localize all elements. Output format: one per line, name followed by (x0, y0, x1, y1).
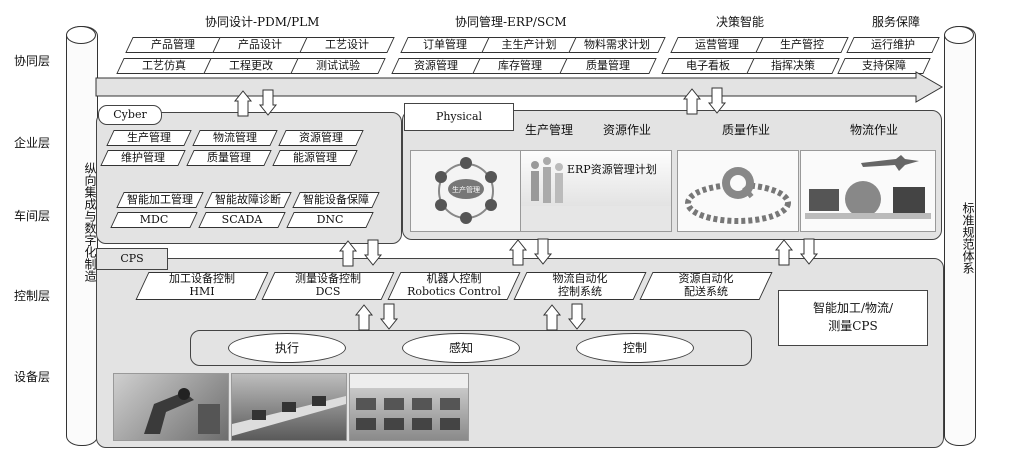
device-line-image (231, 373, 347, 441)
physical-header-quality: 质量作业 (722, 123, 771, 137)
cyber-workshop-item: 智能故障诊断 (208, 192, 288, 208)
right-pillar-cap (944, 26, 974, 44)
pdm-item: 工艺仿真 (120, 58, 208, 74)
svg-text:生产管理: 生产管理 (452, 185, 480, 194)
layer-label-workshop: 车间层 (14, 209, 51, 223)
group-title-decision: 决策智能 (716, 15, 765, 29)
pdm-item: 产品设计 (216, 37, 304, 53)
cyber-workshop-item: 智能设备保障 (296, 192, 376, 208)
logistics-graphic (805, 155, 931, 219)
quality-circle-graphic (685, 167, 791, 224)
group-title-erp: 协同管理-ERP/SCM (455, 15, 567, 29)
service-item: 支持保障 (841, 58, 927, 74)
cyber-system-item: MDC (114, 212, 194, 228)
updown-arrow-cyber-top (233, 89, 278, 117)
action-execute: 执行 (228, 333, 346, 363)
erp-item: 质量管理 (563, 58, 653, 74)
decision-item: 电子看板 (665, 58, 751, 74)
cyber-system-item: SCADA (202, 212, 282, 228)
erp-plan-image: ERP资源管理计划 (520, 150, 672, 232)
cps-right-box-line2: 测量CPS (828, 319, 878, 333)
layer-label-collab: 协同层 (14, 54, 51, 68)
layer-label-device: 设备层 (14, 370, 51, 384)
decision-item: 运营管理 (674, 37, 760, 53)
updown-arrow-physical-top (682, 87, 727, 115)
cps-right-box: 智能加工/物流/ 测量CPS (778, 290, 928, 346)
erp-item: 主生产计划 (485, 37, 573, 53)
updown-arrow-actions-right (542, 303, 587, 331)
cps-control-item: 资源自动化配送系统 (646, 272, 766, 300)
right-pillar-text: 标准规范体系 (961, 202, 975, 274)
erp-caption: ERP资源管理计划 (567, 163, 657, 176)
physical-header-logistics: 物流作业 (850, 123, 899, 137)
service-item: 运行维护 (850, 37, 936, 53)
cyber-label: Cyber (98, 105, 162, 125)
cyber-enterprise-item: 物流管理 (196, 130, 274, 146)
cyber-workshop-item: 智能加工管理 (120, 192, 200, 208)
production-cycle-graphic: 生产管理 (435, 157, 497, 224)
quality-image (677, 150, 799, 232)
layer-label-control: 控制层 (14, 289, 51, 303)
group-title-pdm: 协同设计-PDM/PLM (205, 15, 320, 29)
action-sense: 感知 (402, 333, 520, 363)
cps-label: CPS (96, 248, 168, 270)
logistics-image (800, 150, 936, 232)
decision-item: 生产管控 (759, 37, 845, 53)
erp-item: 资源管理 (395, 58, 477, 74)
pdm-item: 产品管理 (129, 37, 217, 53)
left-pillar-cap (66, 26, 96, 44)
layer-label-enterprise: 企业层 (14, 136, 51, 150)
pdm-item: 测试试验 (294, 58, 382, 74)
cyber-enterprise-item: 生产管理 (110, 130, 188, 146)
group-title-service: 服务保障 (872, 15, 921, 29)
device-robot-image (113, 373, 229, 441)
pdm-item: 工艺设计 (303, 37, 391, 53)
cyber-system-item: DNC (290, 212, 370, 228)
factory-floor-graphic (350, 374, 468, 430)
pdm-item: 工程更改 (207, 58, 295, 74)
physical-header-resource: 资源作业 (603, 123, 652, 137)
physical-label: Physical (404, 103, 514, 131)
cyber-enterprise-item: 维护管理 (104, 150, 182, 166)
erp-item: 库存管理 (476, 58, 564, 74)
cyber-enterprise-item: 资源管理 (282, 130, 360, 146)
device-factory-image (349, 373, 469, 441)
decision-item: 指挥决策 (750, 58, 836, 74)
erp-item: 物料需求计划 (572, 37, 662, 53)
cps-right-box-line1: 智能加工/物流/ (812, 301, 894, 315)
cps-control-item: 物流自动化控制系统 (520, 272, 640, 300)
robot-arm-graphic (144, 388, 220, 434)
action-control: 控制 (576, 333, 694, 363)
erp-people-graphic (521, 157, 671, 231)
production-cycle-image: 生产管理 (410, 150, 522, 232)
cyber-enterprise-item: 能源管理 (276, 150, 354, 166)
cyber-enterprise-item: 质量管理 (190, 150, 268, 166)
updown-arrow-cps-left (338, 239, 383, 267)
updown-arrow-actions-left (354, 303, 399, 331)
updown-arrow-cps-right (774, 238, 819, 266)
left-pillar-text: 纵向集成与数字化制造 (83, 162, 97, 282)
updown-arrow-cps-mid (508, 238, 553, 266)
left-pillar: 纵向集成与数字化制造 (66, 26, 98, 446)
physical-header-production: 生产管理 (525, 123, 574, 137)
production-line-graphic (232, 396, 346, 436)
collab-band-arrow (95, 71, 944, 103)
erp-item: 订单管理 (404, 37, 486, 53)
right-pillar: 标准规范体系 (944, 26, 976, 446)
